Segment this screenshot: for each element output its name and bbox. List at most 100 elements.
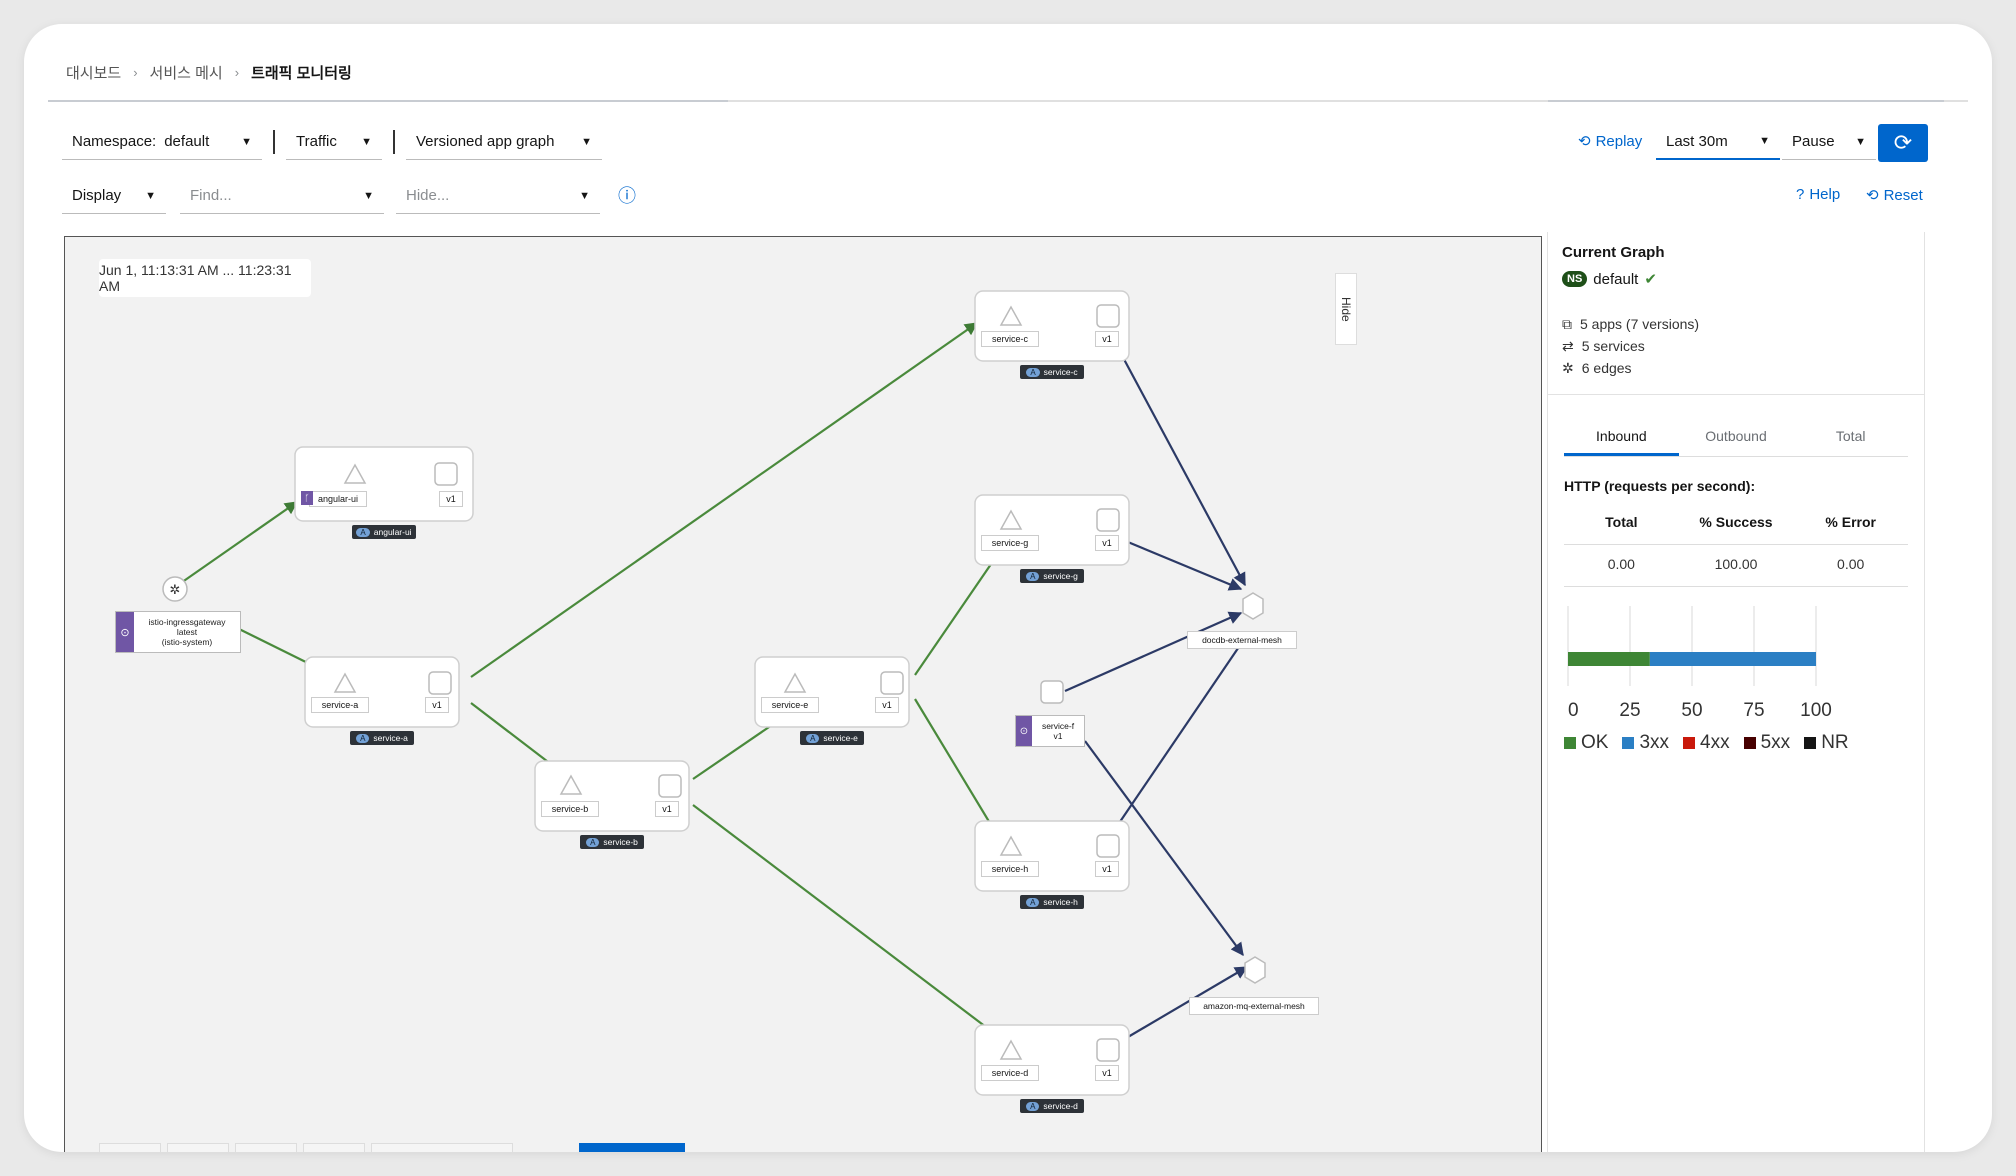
edge[interactable] bbox=[914, 549, 1001, 676]
breadcrumb-dashboard[interactable]: 대시보드 bbox=[66, 65, 122, 82]
caret-down-icon: ▼ bbox=[361, 135, 372, 148]
refresh-interval-select[interactable]: Pause ▼ bbox=[1782, 124, 1876, 160]
reset-icon: ⟲ bbox=[1866, 187, 1879, 204]
http-title: HTTP (requests per second): bbox=[1564, 478, 1756, 494]
axis-tick-label: 25 bbox=[1619, 700, 1640, 721]
info-icon[interactable]: ⓘ bbox=[618, 186, 636, 206]
tab-inbound[interactable]: Inbound bbox=[1564, 416, 1679, 456]
reset-button[interactable]: ⟲ Reset bbox=[1866, 186, 1923, 205]
zoom-toolbar-item[interactable] bbox=[235, 1143, 297, 1152]
legend-item[interactable]: 4xx bbox=[1683, 732, 1730, 754]
edge[interactable] bbox=[470, 322, 979, 678]
refresh-button[interactable]: ⟳ bbox=[1878, 124, 1928, 162]
edge[interactable] bbox=[1110, 533, 1243, 591]
edge[interactable] bbox=[177, 501, 299, 586]
service-f-node[interactable]: ⊙ service-f v1 bbox=[1015, 715, 1085, 747]
chevron-right-icon: › bbox=[133, 65, 138, 80]
ingress-gateway-node[interactable]: ⊙ istio-ingressgateway latest (istio-sys… bbox=[115, 611, 241, 653]
legend-item[interactable]: 5xx bbox=[1743, 732, 1790, 754]
graph-canvas[interactable]: Jun 1, 11:13:31 AM ... 11:23:31 AM Hide bbox=[64, 236, 1542, 1152]
zoom-toolbar-item[interactable] bbox=[303, 1143, 365, 1152]
service-label: service-e bbox=[761, 697, 819, 713]
legend-item[interactable]: 3xx bbox=[1622, 732, 1669, 754]
caret-down-icon: ▼ bbox=[1855, 135, 1866, 148]
edge[interactable] bbox=[1110, 334, 1246, 587]
workload-square[interactable] bbox=[1096, 508, 1120, 532]
breadcrumb-current: 트래픽 모니터링 bbox=[251, 65, 352, 82]
caret-down-icon: ▼ bbox=[241, 135, 252, 148]
version-label: v1 bbox=[439, 491, 463, 507]
duration-select[interactable]: Last 30m ▼ bbox=[1656, 124, 1780, 160]
breadcrumb-service-mesh[interactable]: 서비스 메시 bbox=[149, 65, 223, 82]
toolbar-separator bbox=[273, 130, 275, 154]
traffic-tabs: Inbound Outbound Total bbox=[1564, 416, 1908, 457]
header-divider bbox=[48, 100, 1968, 102]
workload-square[interactable] bbox=[428, 671, 452, 695]
edge[interactable] bbox=[1064, 611, 1243, 693]
version-label: v1 bbox=[1095, 331, 1119, 347]
branch-icon: ᚴ bbox=[301, 491, 313, 505]
check-circle-icon: ✔ bbox=[1644, 271, 1657, 288]
service-triangle[interactable] bbox=[783, 672, 807, 693]
service-triangle[interactable] bbox=[999, 1039, 1023, 1060]
service-label: angular-ui bbox=[309, 491, 367, 507]
layout-toolbar-item[interactable] bbox=[371, 1143, 513, 1152]
workload-square[interactable] bbox=[1096, 834, 1120, 858]
service-graph: ✲ bbox=[162, 290, 1266, 1096]
service-triangle[interactable] bbox=[343, 463, 367, 484]
version-label: v1 bbox=[875, 697, 899, 713]
hide-input[interactable]: Hide... ▼ bbox=[396, 178, 600, 214]
hide-panel-toggle[interactable]: Hide bbox=[1335, 273, 1357, 345]
legend-item[interactable]: OK bbox=[1564, 732, 1608, 754]
namespace-select[interactable]: Namespace: default ▼ bbox=[62, 124, 262, 160]
version-label: v1 bbox=[425, 697, 449, 713]
workload-badge-icon: ⊙ bbox=[1016, 716, 1032, 746]
history-icon: ⟲ bbox=[1578, 133, 1591, 150]
help-button[interactable]: ? Help bbox=[1796, 186, 1841, 203]
service-triangle[interactable] bbox=[999, 305, 1023, 326]
service-triangle[interactable] bbox=[333, 672, 357, 693]
zoom-toolbar-item[interactable] bbox=[167, 1143, 229, 1152]
legend-button[interactable] bbox=[579, 1143, 685, 1152]
app-badge: A bbox=[356, 527, 370, 537]
find-input[interactable]: Find... ▼ bbox=[180, 178, 384, 214]
service-triangle[interactable] bbox=[999, 509, 1023, 530]
workload-square[interactable] bbox=[434, 462, 458, 486]
external-service-docdb[interactable] bbox=[1242, 592, 1264, 620]
tab-total[interactable]: Total bbox=[1835, 428, 1866, 444]
replay-button[interactable]: ⟲ Replay bbox=[1578, 132, 1643, 151]
version-label: v1 bbox=[1095, 535, 1119, 551]
workload-square[interactable] bbox=[658, 774, 682, 798]
service-triangle[interactable] bbox=[999, 835, 1023, 856]
version-label: v1 bbox=[1095, 1065, 1119, 1081]
zoom-toolbar-item[interactable] bbox=[99, 1143, 161, 1152]
app-badge: A bbox=[1026, 897, 1040, 907]
traffic-select[interactable]: Traffic ▼ bbox=[286, 124, 382, 160]
display-select[interactable]: Display ▼ bbox=[62, 178, 166, 214]
edge[interactable] bbox=[692, 804, 1013, 1047]
workload-square[interactable] bbox=[1096, 1038, 1120, 1062]
legend-item[interactable]: NR bbox=[1804, 732, 1849, 754]
workload-square[interactable] bbox=[880, 671, 904, 695]
tab-outbound[interactable]: Outbound bbox=[1705, 428, 1767, 444]
external-service-amazon-mq[interactable] bbox=[1244, 956, 1266, 984]
ingress-badge-icon: ⊙ bbox=[116, 612, 134, 652]
edge[interactable] bbox=[1084, 740, 1244, 957]
bar-ok[interactable] bbox=[1568, 652, 1650, 666]
graph-type-select[interactable]: Versioned app graph ▼ bbox=[406, 124, 602, 160]
ns-badge: NS bbox=[1562, 271, 1588, 287]
docdb-label: docdb-external-mesh bbox=[1187, 631, 1297, 649]
ingress-icon[interactable] bbox=[162, 576, 188, 602]
bar-3xx[interactable] bbox=[1649, 652, 1816, 666]
workload-square-service-f[interactable] bbox=[1040, 680, 1064, 704]
service-triangle[interactable] bbox=[559, 774, 583, 795]
edge[interactable] bbox=[1110, 634, 1248, 836]
caret-down-icon: ▼ bbox=[579, 189, 590, 202]
workload-square[interactable] bbox=[1096, 304, 1120, 328]
edge[interactable] bbox=[1110, 966, 1249, 1048]
